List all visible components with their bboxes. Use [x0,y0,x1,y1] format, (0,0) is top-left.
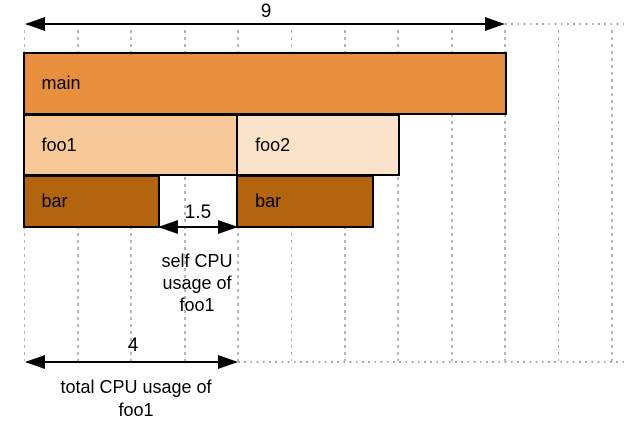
self-cpu-caption: self CPU usage of foo1 [161,251,233,315]
total-cpu-dotted-extension [238,361,624,363]
total-cpu-arrow [24,355,239,369]
arrow-shaft [160,225,237,229]
frame-label: bar [41,191,68,211]
total-width-arrow [24,17,506,31]
self-cpu-value-label: 1.5 [184,202,212,223]
arrow-shaft [26,360,237,364]
frame-label: foo2 [255,134,291,155]
arrowhead-left-icon [24,355,45,369]
arrowhead-right-icon [218,220,239,234]
gridline-unit-10 [557,30,560,361]
frame-bar-4: bar [236,175,374,228]
arrowhead-right-icon [218,355,239,369]
frame-label: bar [255,191,282,211]
total-width-dotted-extension [505,23,624,25]
frame-label: main [41,73,81,93]
gridline-unit-8 [450,30,453,361]
arrowhead-left-icon [158,220,178,234]
frame-main-0: main [22,52,508,115]
gridline-unit-7 [397,30,400,361]
total-cpu-value-label: 4 [127,335,139,356]
arrowhead-right-icon [485,17,506,31]
frame-label: foo1 [41,134,77,155]
gridline-unit-11 [611,30,613,361]
total-cpu-caption: total CPU usage of foo1 [60,377,212,420]
gridline-unit-9 [504,30,506,361]
gridline-unit-3 [183,30,186,361]
arrow-shaft [26,22,504,26]
frame-foo2-2: foo2 [236,114,401,176]
frame-foo1-1: foo1 [22,114,241,176]
self-cpu-arrow [158,220,239,234]
total-width-value-label: 9 [260,1,272,22]
arrowhead-left-icon [24,17,45,31]
frame-bar-3: bar [22,175,160,228]
